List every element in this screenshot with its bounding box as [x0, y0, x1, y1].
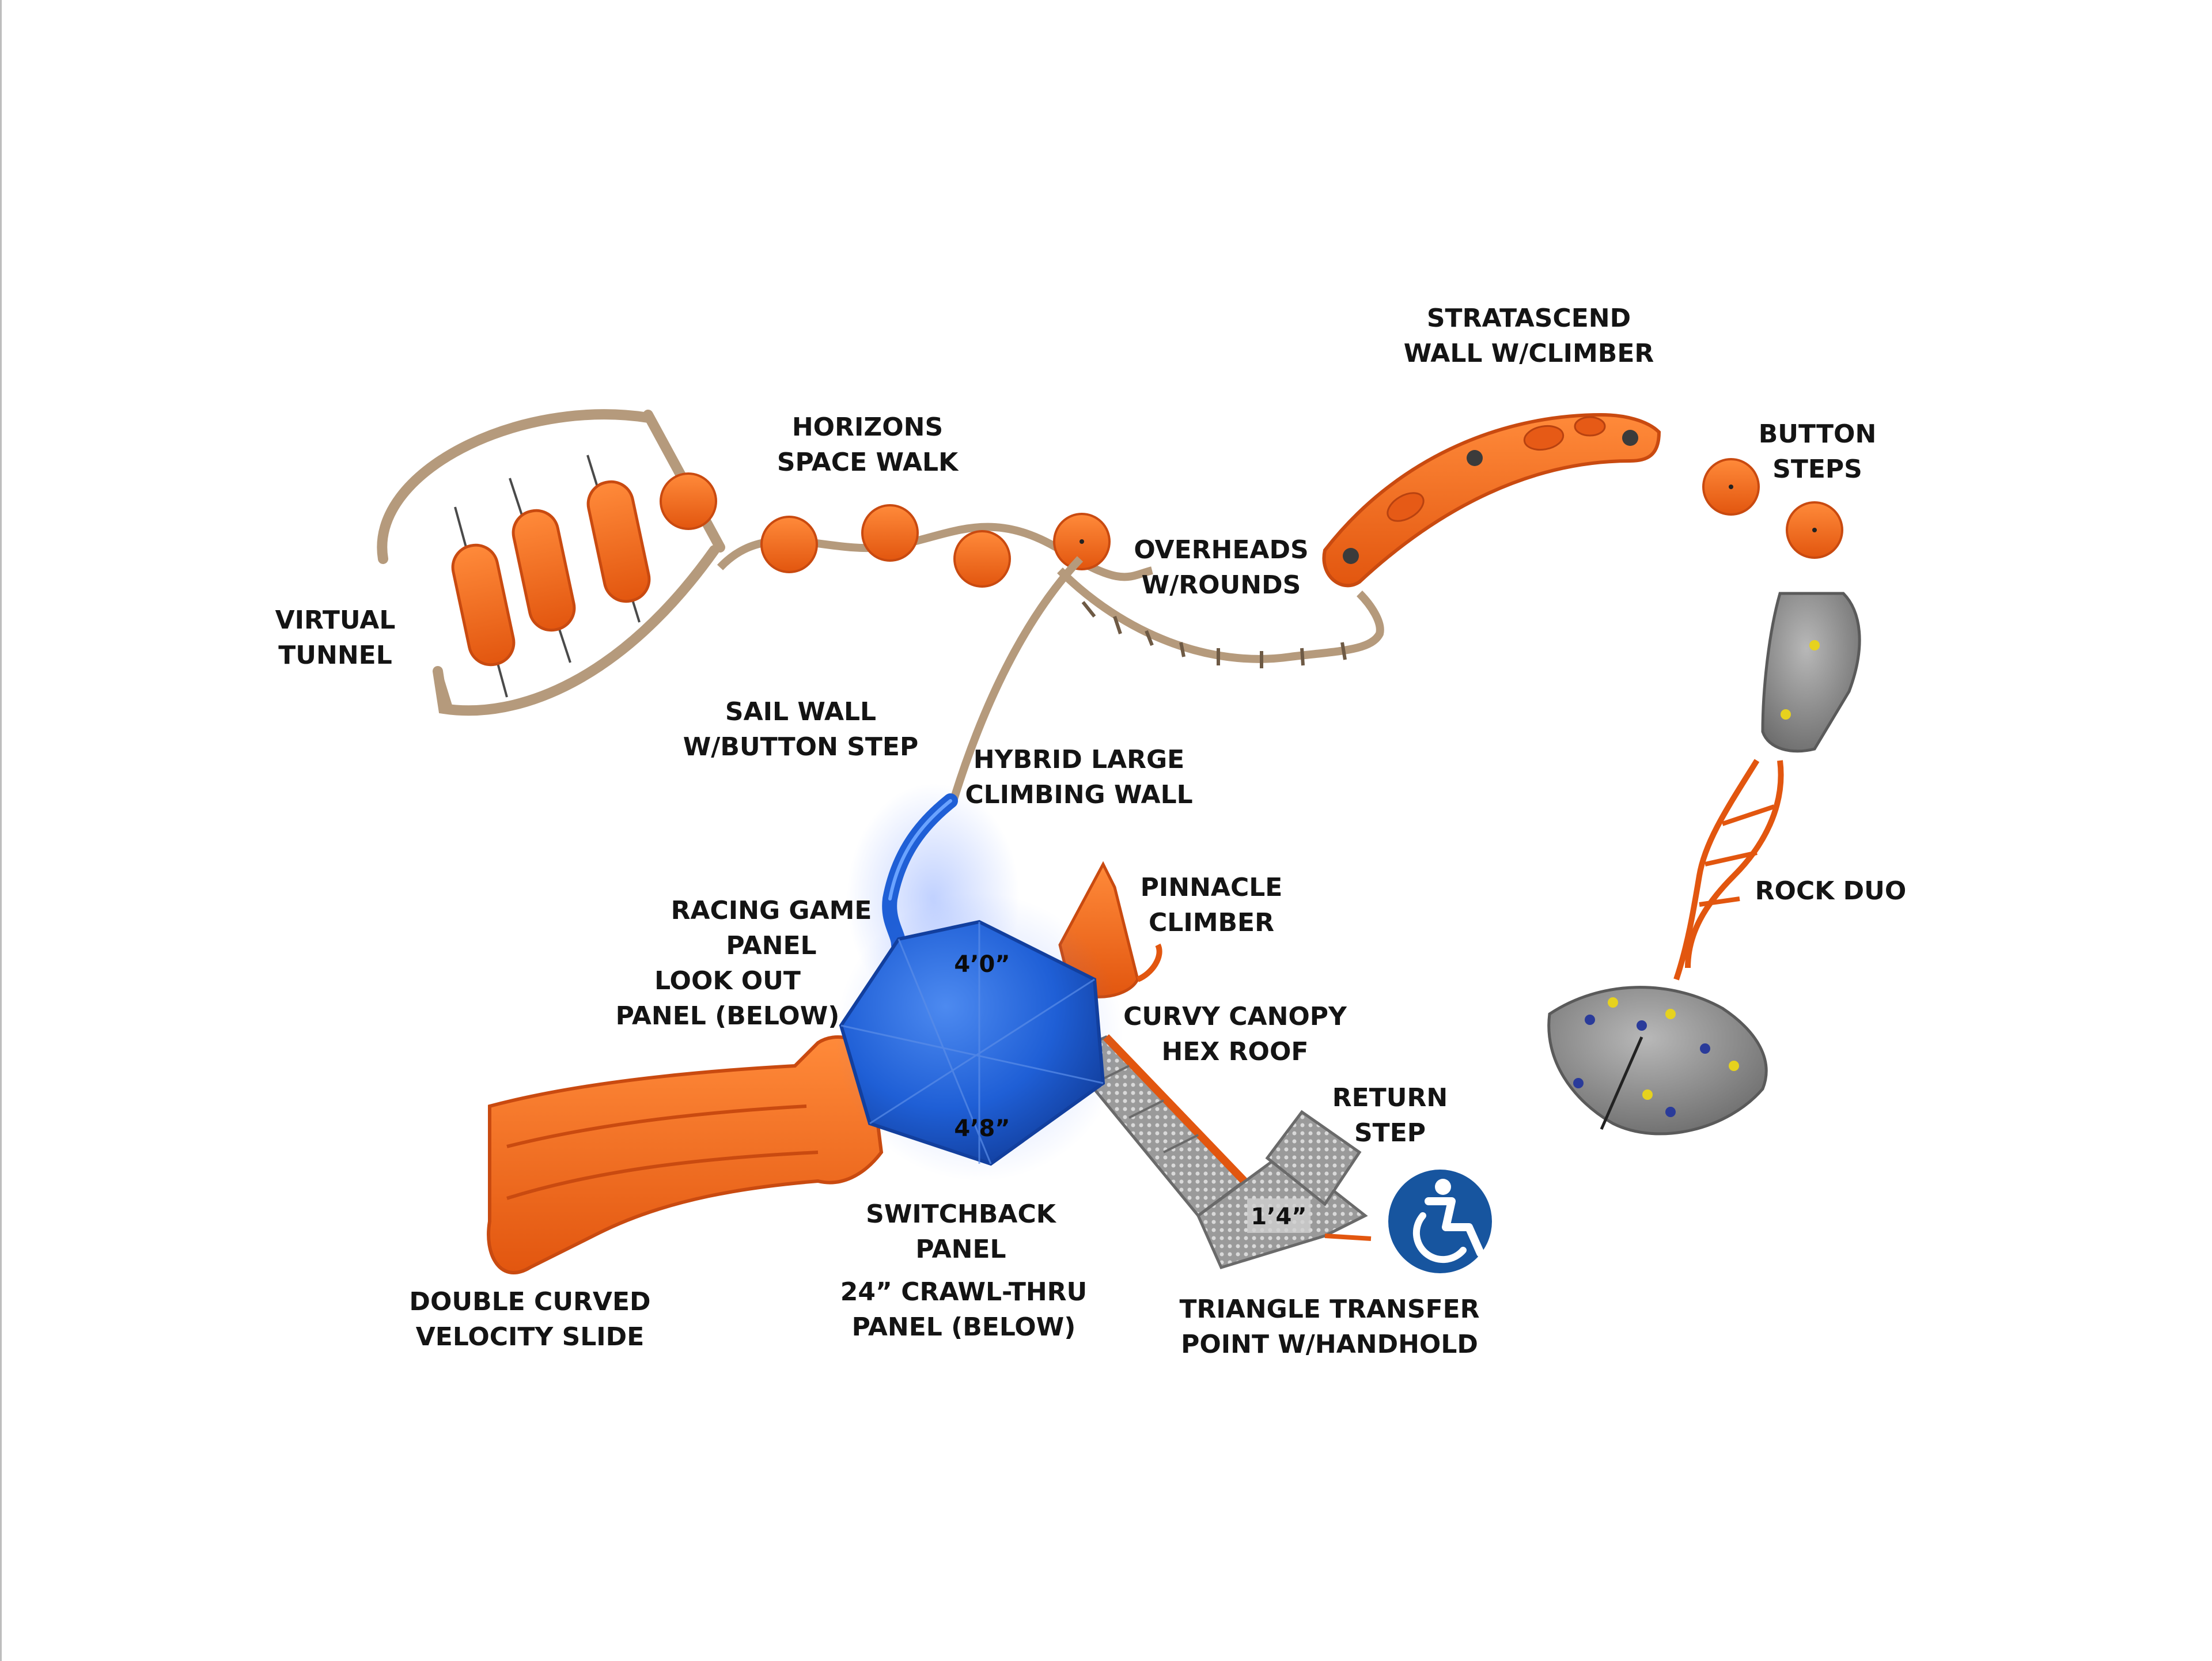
- double-curved-velocity-slide: [488, 1037, 881, 1273]
- deck-height-upper: 4’0”: [954, 951, 1010, 978]
- tunnel-pods: [449, 478, 653, 669]
- transfer-height: 1’4”: [1251, 1203, 1306, 1231]
- space-walk-rounds: [661, 474, 1109, 587]
- label-rock-duo: ROCK DUO: [1755, 873, 1907, 909]
- stratascend-wall: [1324, 415, 1659, 585]
- virtual-tunnel: [382, 414, 720, 712]
- deck-height-lower: 4’8”: [954, 1115, 1010, 1142]
- rock-duo: [1549, 593, 1859, 1134]
- accessibility-icon: [1388, 1170, 1492, 1273]
- horizons-space-walk: [661, 474, 1152, 587]
